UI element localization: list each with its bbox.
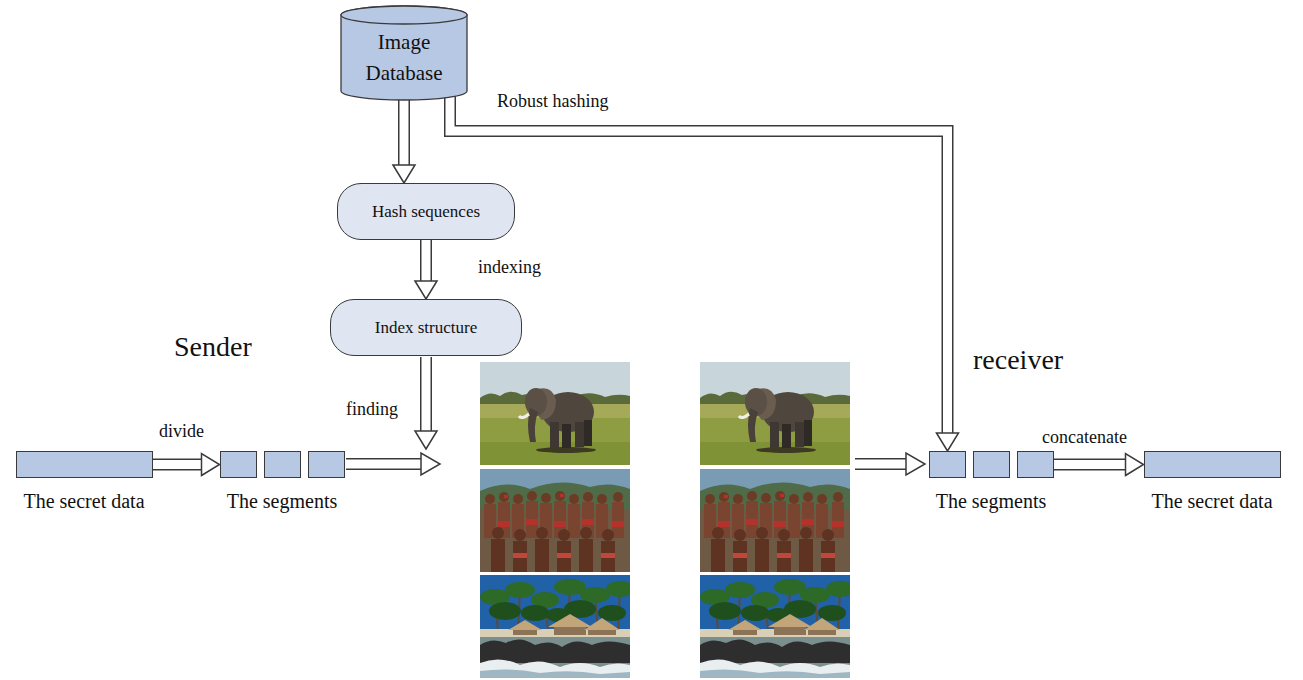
data-block: The secret data <box>1144 451 1281 513</box>
database-cylinder: Image Database <box>340 5 468 101</box>
hollow-arrow <box>345 453 440 475</box>
segment-row <box>220 451 345 478</box>
arrow-shaft-fill <box>400 99 409 165</box>
arrow-shaft-outline <box>1054 459 1126 471</box>
data-block: The secret data <box>16 451 153 513</box>
arrow-label: Robust hashing <box>495 91 611 112</box>
arrow-label: divide <box>157 421 206 442</box>
arrow-shaft-outline <box>450 95 948 433</box>
segment-box <box>973 451 1010 478</box>
cylinder-body <box>341 6 467 100</box>
arrow-shaft-fill <box>153 460 202 469</box>
arrow-shaft-outline <box>398 99 410 165</box>
arrow-label: concatenate <box>1040 427 1129 448</box>
arrow-head <box>393 165 415 183</box>
segment-box <box>264 451 301 478</box>
hollow-arrow <box>415 240 437 299</box>
node-label: The segments <box>929 490 1054 513</box>
segment-box <box>929 451 966 478</box>
photo-elephant <box>480 362 630 465</box>
hollow-arrow <box>393 99 415 183</box>
arrow-shaft-outline <box>153 459 202 471</box>
hollow-arrow <box>153 454 220 476</box>
arrow-head <box>202 454 220 476</box>
node-label: The secret data <box>16 490 153 513</box>
arrow-head <box>415 281 437 299</box>
segment-group: The segments <box>929 451 1054 513</box>
segment-box <box>308 451 345 478</box>
node-label: Index structure <box>375 318 477 338</box>
segment-box <box>220 451 257 478</box>
node-label: Image Database <box>348 27 460 89</box>
side-title: receiver <box>973 344 1063 376</box>
process-pill: Index structure <box>330 299 522 356</box>
arrow-label: finding <box>346 399 398 420</box>
segment-box <box>1017 451 1054 478</box>
segment-group: The segments <box>220 451 345 513</box>
photo-people <box>700 469 850 572</box>
arrow-label: indexing <box>476 257 543 278</box>
side-title: Sender <box>174 331 252 363</box>
hollow-arrow <box>855 453 925 475</box>
cylinder-top <box>341 6 467 24</box>
node-label: Hash sequences <box>372 202 480 222</box>
arrow-shaft-fill <box>450 95 948 433</box>
segment-row <box>929 451 1054 478</box>
photo-beach <box>700 575 854 678</box>
hollow-arrow <box>415 356 437 449</box>
hollow-arrow <box>1054 454 1144 476</box>
node-label: The secret data <box>1144 490 1281 513</box>
photo-people <box>480 469 630 572</box>
photo-elephant <box>700 362 850 465</box>
node-label: The segments <box>220 490 345 513</box>
process-pill: Hash sequences <box>337 183 515 240</box>
arrow-head <box>937 433 959 451</box>
arrow-shaft-outline <box>420 240 432 281</box>
photo-beach <box>480 575 634 678</box>
arrow-shaft-fill <box>422 240 431 281</box>
data-bar <box>16 451 153 478</box>
hollow-arrow <box>450 95 959 451</box>
data-bar <box>1144 451 1281 478</box>
arrow-shaft-fill <box>1054 460 1126 469</box>
arrow-head <box>1126 454 1144 476</box>
